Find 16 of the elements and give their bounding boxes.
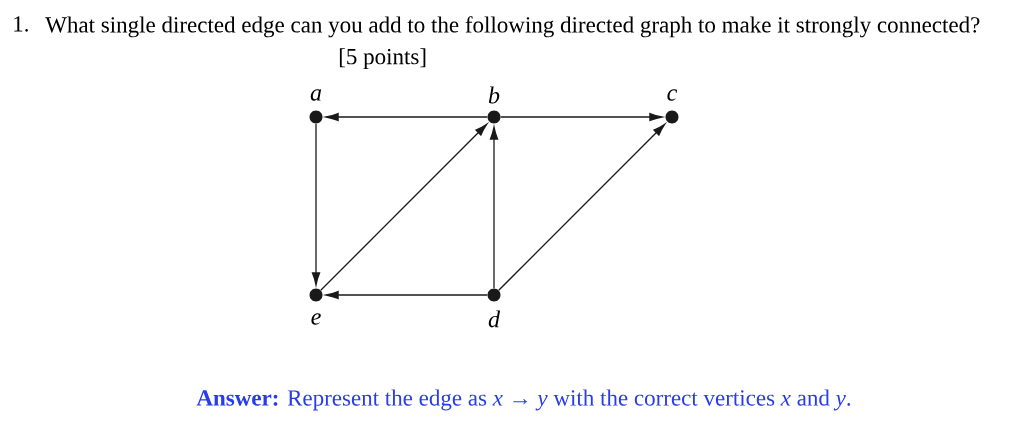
arrow xyxy=(498,123,666,291)
arrow xyxy=(311,123,321,286)
arrow xyxy=(489,126,499,289)
arrow xyxy=(325,290,488,300)
arrow xyxy=(500,112,663,122)
vertex-label: c xyxy=(667,89,678,101)
vertex-label: a xyxy=(310,89,322,101)
vertex-label: d xyxy=(488,310,501,328)
vertex-label: e xyxy=(311,313,321,325)
points-label: [5 points] xyxy=(339,48,426,70)
vertex-label: b xyxy=(488,86,500,104)
arrow xyxy=(320,123,488,291)
arrow xyxy=(325,112,488,122)
question-text: What single directed edge can you add to the following directed graph to make it strongly connected? xyxy=(45,16,980,38)
answer-text: Answer: Represent the edge as x → y with the correct vertices x and y. xyxy=(196,389,851,411)
question-number: 1. xyxy=(14,16,28,32)
